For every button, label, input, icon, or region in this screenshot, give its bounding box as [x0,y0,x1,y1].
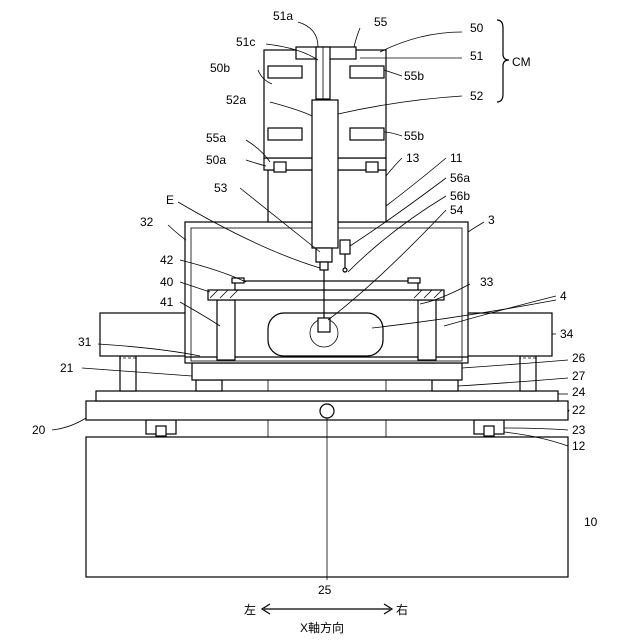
label-33: 33 [480,275,494,289]
label-10: 10 [584,515,598,529]
label-50b: 50b [210,61,230,75]
quill-52 [312,100,338,248]
label-27: 27 [572,369,586,383]
label-55: 55 [374,15,388,29]
stand-41-left [217,300,235,360]
side-plate-34 [466,313,552,356]
plate-24 [96,391,558,401]
label-4: 4 [560,289,567,303]
stand-41-right [418,300,436,360]
side-plate-left [100,313,186,356]
label-40: 40 [160,275,174,289]
workpiece-table-40 [208,290,444,300]
axis-left-label: 左 [244,602,256,617]
label-56a: 56a [450,171,470,185]
plate-26 [192,363,462,380]
axis-right-label: 右 [396,602,408,617]
label-13: 13 [406,151,420,165]
label-32: 32 [140,215,154,229]
label-3: 3 [488,213,495,227]
label-53: 53 [214,181,228,195]
ball-screw-25 [320,404,334,418]
label-12: 12 [572,439,586,453]
label-55b-top: 55b [404,69,424,83]
label-23: 23 [572,423,586,437]
label-25: 25 [318,583,332,597]
label-51c: 51c [236,35,255,49]
label-50a: 50a [206,153,226,167]
workpiece-42 [235,281,418,290]
label-e: E [166,193,174,207]
label-52a: 52a [226,93,246,107]
label-24: 24 [572,385,586,399]
label-50: 50 [470,21,484,35]
axis-caption: X軸方向 [300,620,344,635]
label-56b: 56b [450,189,470,203]
label-22: 22 [572,403,586,417]
label-31: 31 [78,335,92,349]
label-51: 51 [470,49,484,63]
label-51a: 51a [273,9,293,23]
label-52: 52 [470,89,484,103]
label-55b-mid: 55b [404,129,424,143]
label-55a: 55a [206,131,226,145]
label-cm: CM [512,55,531,69]
label-41: 41 [160,295,174,309]
label-21: 21 [60,361,74,375]
label-20: 20 [32,423,46,437]
label-11: 11 [450,151,463,165]
label-34: 34 [560,327,574,341]
label-42: 42 [160,253,174,267]
label-54: 54 [450,203,464,217]
label-26: 26 [572,351,586,365]
